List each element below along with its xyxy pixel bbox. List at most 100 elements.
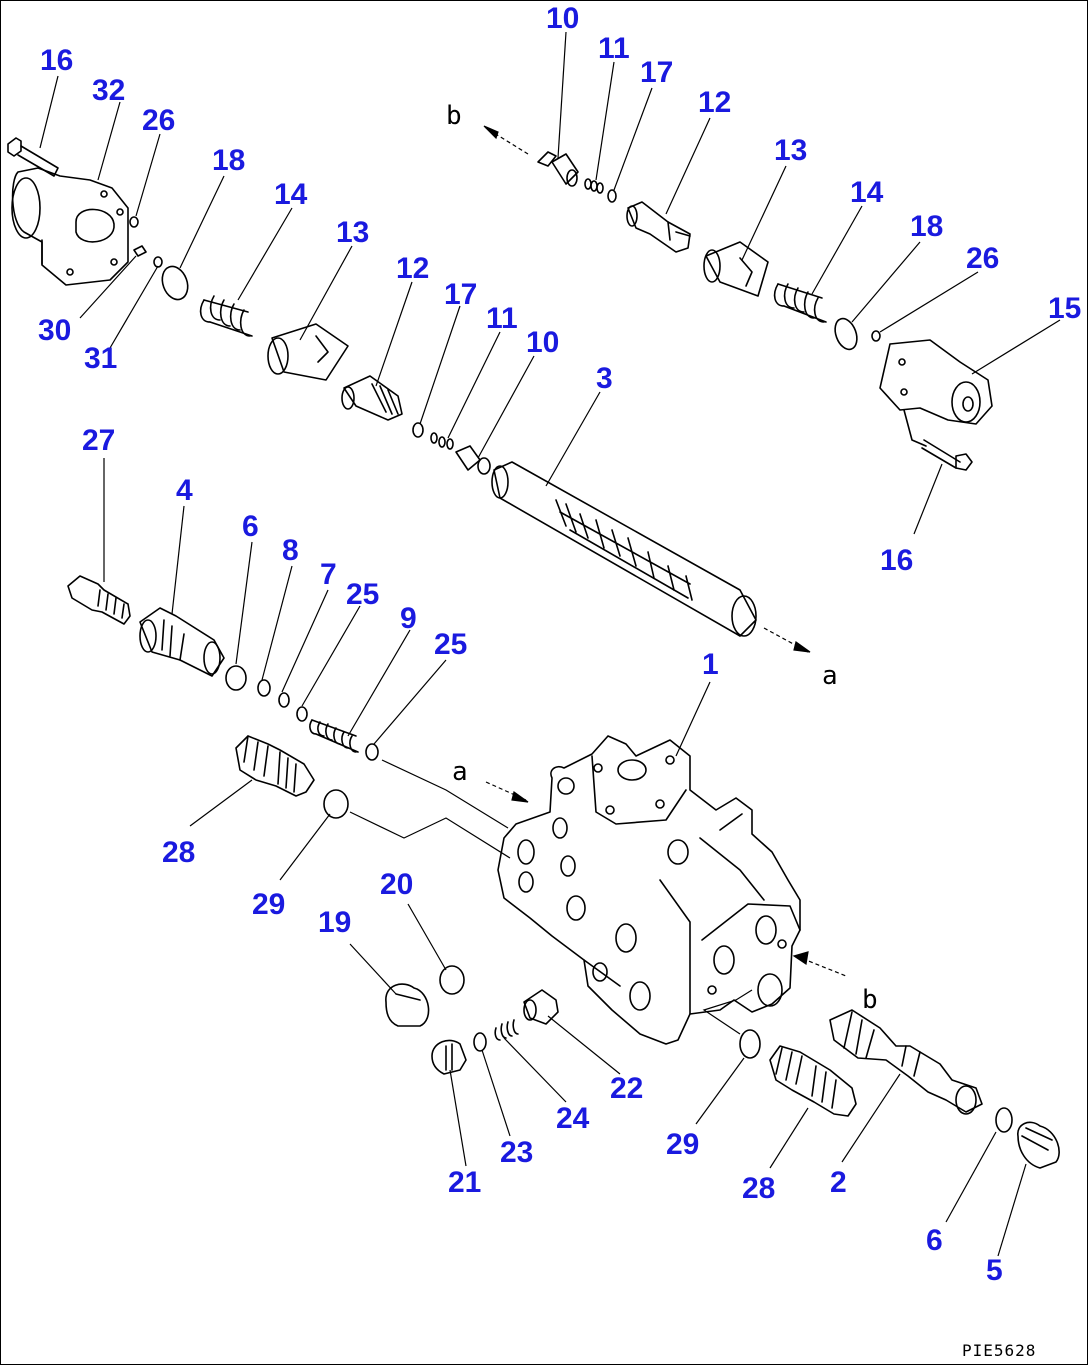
o-ring-6-left: [225, 665, 247, 691]
sleeve-13-right: [703, 241, 769, 297]
callout-c25a: 25: [346, 578, 379, 611]
callout-c24: 24: [556, 1102, 590, 1135]
flow-arrow-b: [483, 125, 529, 155]
spring-14-left: [199, 295, 253, 337]
callout-c7: 7: [320, 558, 337, 591]
o-ring-18-left: [161, 265, 189, 301]
collar-10-right: [537, 151, 579, 187]
o-ring-29-right: [739, 1029, 761, 1059]
callout-c13b: 13: [774, 134, 807, 167]
callout-c6a: 6: [242, 510, 259, 543]
ring-23: [473, 1032, 487, 1052]
callout-c18a: 18: [212, 144, 245, 177]
callout-c11a: 11: [486, 302, 518, 335]
pin-30: [133, 245, 147, 257]
callout-c14a: 14: [274, 178, 308, 211]
flow-ref-b-top: b: [446, 101, 462, 131]
sleeve-4: [139, 607, 225, 677]
callout-c2: 2: [830, 1166, 847, 1199]
callout-c12b: 12: [698, 86, 731, 119]
callout-c20: 20: [380, 868, 413, 901]
callout-c25b: 25: [434, 628, 467, 661]
callout-c18b: 18: [910, 210, 943, 243]
callout-c21: 21: [448, 1166, 481, 1199]
sleeve-13-left: [267, 323, 349, 381]
drawing-code: PIE5628: [962, 1341, 1036, 1360]
relief-valve-28-right: [769, 1045, 857, 1117]
bolt-16-right: [903, 409, 973, 471]
ring-8: [257, 679, 271, 697]
callout-c28b: 28: [742, 1172, 775, 1205]
callout-c9: 9: [400, 602, 417, 635]
callout-c3: 3: [596, 362, 613, 395]
callout-c14b: 14: [850, 176, 884, 209]
plug-19: [385, 983, 430, 1027]
callout-c29b: 29: [666, 1128, 699, 1161]
callout-numbers: 1632263031181413121711103101117121314182…: [38, 2, 1081, 1287]
callout-c11b: 11: [598, 32, 630, 65]
flow-arrow-a-upper: [763, 627, 811, 653]
callout-c27: 27: [82, 424, 115, 457]
callout-c12a: 12: [396, 252, 429, 285]
bolt-16-left: [7, 137, 59, 177]
callout-c31: 31: [84, 342, 117, 375]
ring-11-right: [584, 178, 604, 194]
ring-17-right: [607, 189, 617, 203]
callout-c15: 15: [1048, 292, 1081, 325]
spring-9: [309, 719, 359, 753]
flow-ref-a-lower: a: [452, 757, 468, 787]
callout-c10b: 10: [546, 2, 579, 35]
callout-c17b: 17: [640, 56, 673, 89]
end-cap-15: [879, 339, 993, 425]
leader-path-29: [349, 811, 511, 859]
callout-c19: 19: [318, 906, 351, 939]
o-ring-6-right: [995, 1107, 1013, 1133]
spool-2: [829, 1009, 983, 1115]
callout-c17a: 17: [444, 278, 477, 311]
callout-c26b: 26: [966, 242, 999, 275]
leader-29-right-path: [702, 989, 753, 1035]
callout-c4: 4: [176, 474, 193, 507]
callout-c30: 30: [38, 314, 71, 347]
callout-c26a: 26: [142, 104, 175, 137]
plug-21: [431, 1039, 467, 1075]
o-ring-18-right: [834, 317, 858, 351]
callout-c32: 32: [92, 74, 125, 107]
callout-c28a: 28: [162, 836, 195, 869]
o-ring-29-left: [323, 789, 349, 819]
o-ring-26-right: [871, 330, 881, 342]
callout-c5: 5: [986, 1254, 1003, 1287]
plunger-12-left: [341, 375, 403, 421]
callout-c6b: 6: [926, 1224, 943, 1257]
callout-c1: 1: [702, 648, 719, 681]
spring-14-right: [773, 283, 827, 323]
relief-valve-28-left: [235, 735, 315, 797]
flow-ref-a-upper: a: [822, 661, 838, 691]
ring-25-lower: [365, 743, 379, 761]
flange-cover-32: [11, 167, 129, 286]
spring-24: [494, 1019, 519, 1041]
valve-27: [67, 575, 131, 625]
plug-5: [1017, 1121, 1060, 1169]
flow-arrow-a-lower: [381, 759, 529, 829]
flow-arrow-b-body: [792, 951, 847, 977]
ring-7: [278, 692, 290, 708]
callout-c16b: 16: [880, 544, 913, 577]
collar-10-left: [455, 445, 491, 475]
o-ring-26-left: [129, 216, 139, 228]
callout-c10a: 10: [526, 326, 559, 359]
callout-c8: 8: [282, 534, 299, 567]
ring-11-left: [430, 432, 454, 450]
check-22: [523, 989, 559, 1025]
callout-c29a: 29: [252, 888, 285, 921]
flow-ref-b-body: b: [862, 985, 878, 1015]
plunger-12-right: [626, 201, 691, 253]
valve-body-1: [497, 735, 801, 1045]
spool-3: [491, 461, 757, 637]
o-ring-20: [439, 965, 465, 995]
callout-c23: 23: [500, 1136, 533, 1169]
ring-25-upper: [296, 706, 308, 722]
ring-31: [153, 256, 163, 268]
